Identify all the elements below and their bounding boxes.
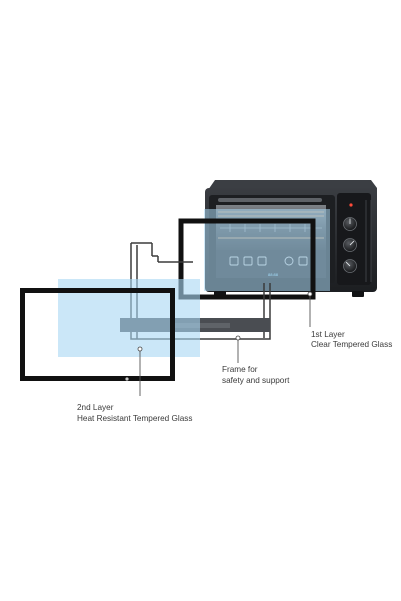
oven-foot-right [352,291,364,297]
layer2-leader-dot [137,346,143,352]
layer1-callout-desc: Clear Tempered Glass [311,340,392,349]
second-layer-frame [20,288,175,381]
frame-callout-title: Frame for [222,365,258,374]
leader-lines [139,296,311,396]
second-layer-logo-icon [125,377,129,381]
frame-callout-desc: safety and support [222,376,290,385]
frame-leader-dot [235,335,241,341]
layer1-callout-title: 1st Layer [311,330,345,339]
side-vents [365,200,372,282]
first-layer-frame [178,218,316,300]
indicator-light [349,203,353,207]
layer2-callout-desc: Heat Resistant Tempered Glass [77,414,192,423]
first-glass-layer [178,209,330,300]
second-glass-layer [20,279,200,381]
first-layer-marker-dot [307,291,313,297]
door-handle [218,198,322,202]
layer2-callout-title: 2nd Layer [77,403,114,412]
